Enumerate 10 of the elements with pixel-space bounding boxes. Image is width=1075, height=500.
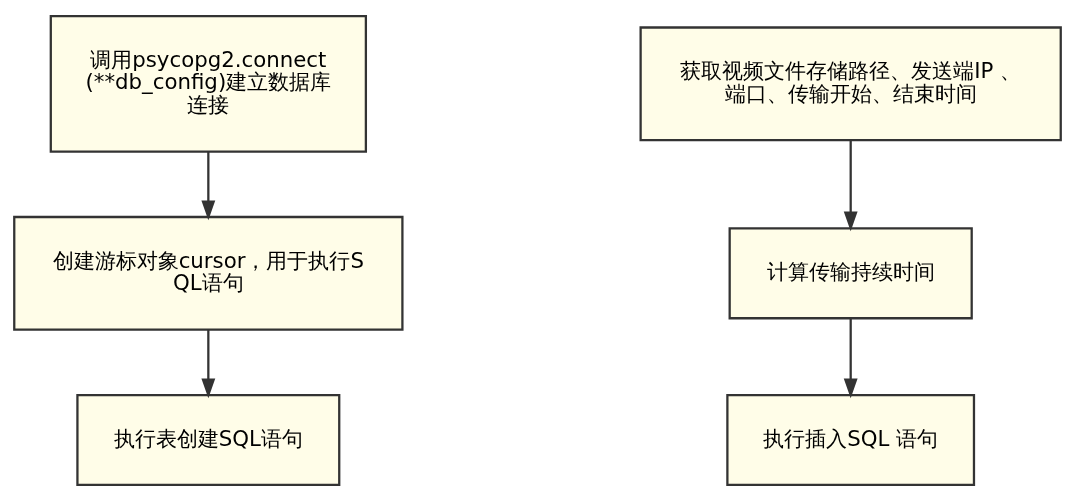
arrow — [843, 139, 858, 231]
node-box: 创建游标对象cursor，用于执行SQL语句 — [13, 215, 404, 331]
arrow — [201, 151, 216, 220]
node-box: 计算传输持续时间 — [728, 226, 973, 319]
node-box: 调用psycopg2.connect(**db_config)建立数据库连接 — [49, 14, 367, 153]
node-box: 执行插入SQL 语句 — [726, 393, 976, 486]
arrow — [201, 329, 216, 398]
arrow — [843, 317, 858, 398]
node-box: 执行表创建SQL语句 — [76, 393, 341, 486]
node-box: 获取视频文件存储路径、发送端IP 、端口、传输开始、结束时间 — [639, 25, 1062, 141]
